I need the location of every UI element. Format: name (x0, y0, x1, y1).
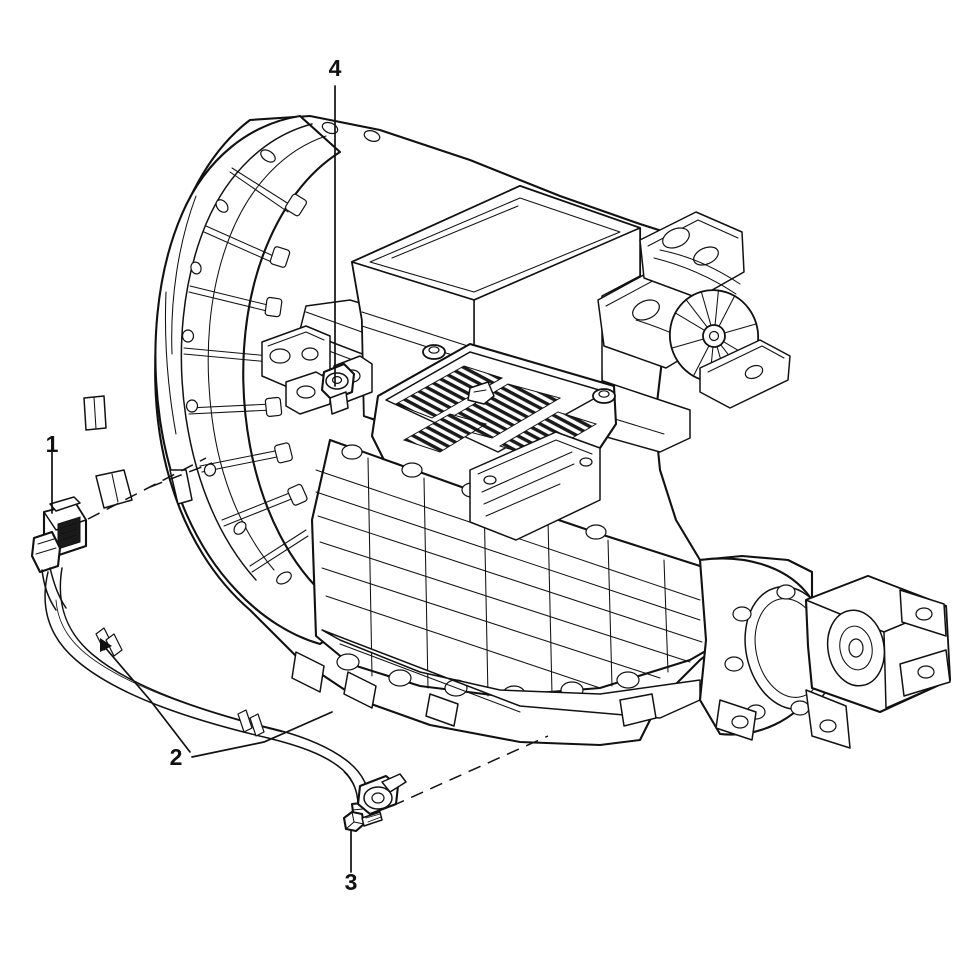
hose-bracket-fitting (356, 773, 407, 816)
case-front-detail (261, 325, 373, 415)
callout-2-leader-lower (191, 711, 333, 758)
pto-cover-plate (469, 431, 601, 541)
callout-3[interactable]: 3 (345, 830, 358, 895)
output-yoke (804, 574, 952, 749)
callout-2-arrowhead (100, 638, 112, 652)
callout-4[interactable]: 4 (329, 55, 342, 387)
callout-1-label: 1 (46, 431, 59, 457)
callout-2-label: 2 (170, 744, 183, 770)
assembly-reference-lines (87, 457, 549, 807)
part-electrical-connector (30, 496, 88, 611)
callout-2-leader-upper (102, 644, 191, 753)
part-breather-fitting (320, 362, 356, 415)
callout-4-label: 4 (329, 55, 342, 81)
assembly-line-bolt (391, 735, 549, 807)
case-mounting-feet (291, 651, 757, 741)
callout-2[interactable]: 2 (100, 638, 333, 770)
callout-1[interactable]: 1 (46, 431, 59, 514)
part-retaining-bolt (342, 810, 383, 833)
cooling-fan (668, 289, 791, 409)
callout-3-label: 3 (345, 869, 358, 895)
sump-rail (321, 629, 701, 719)
assembly-line-connector (87, 457, 207, 520)
